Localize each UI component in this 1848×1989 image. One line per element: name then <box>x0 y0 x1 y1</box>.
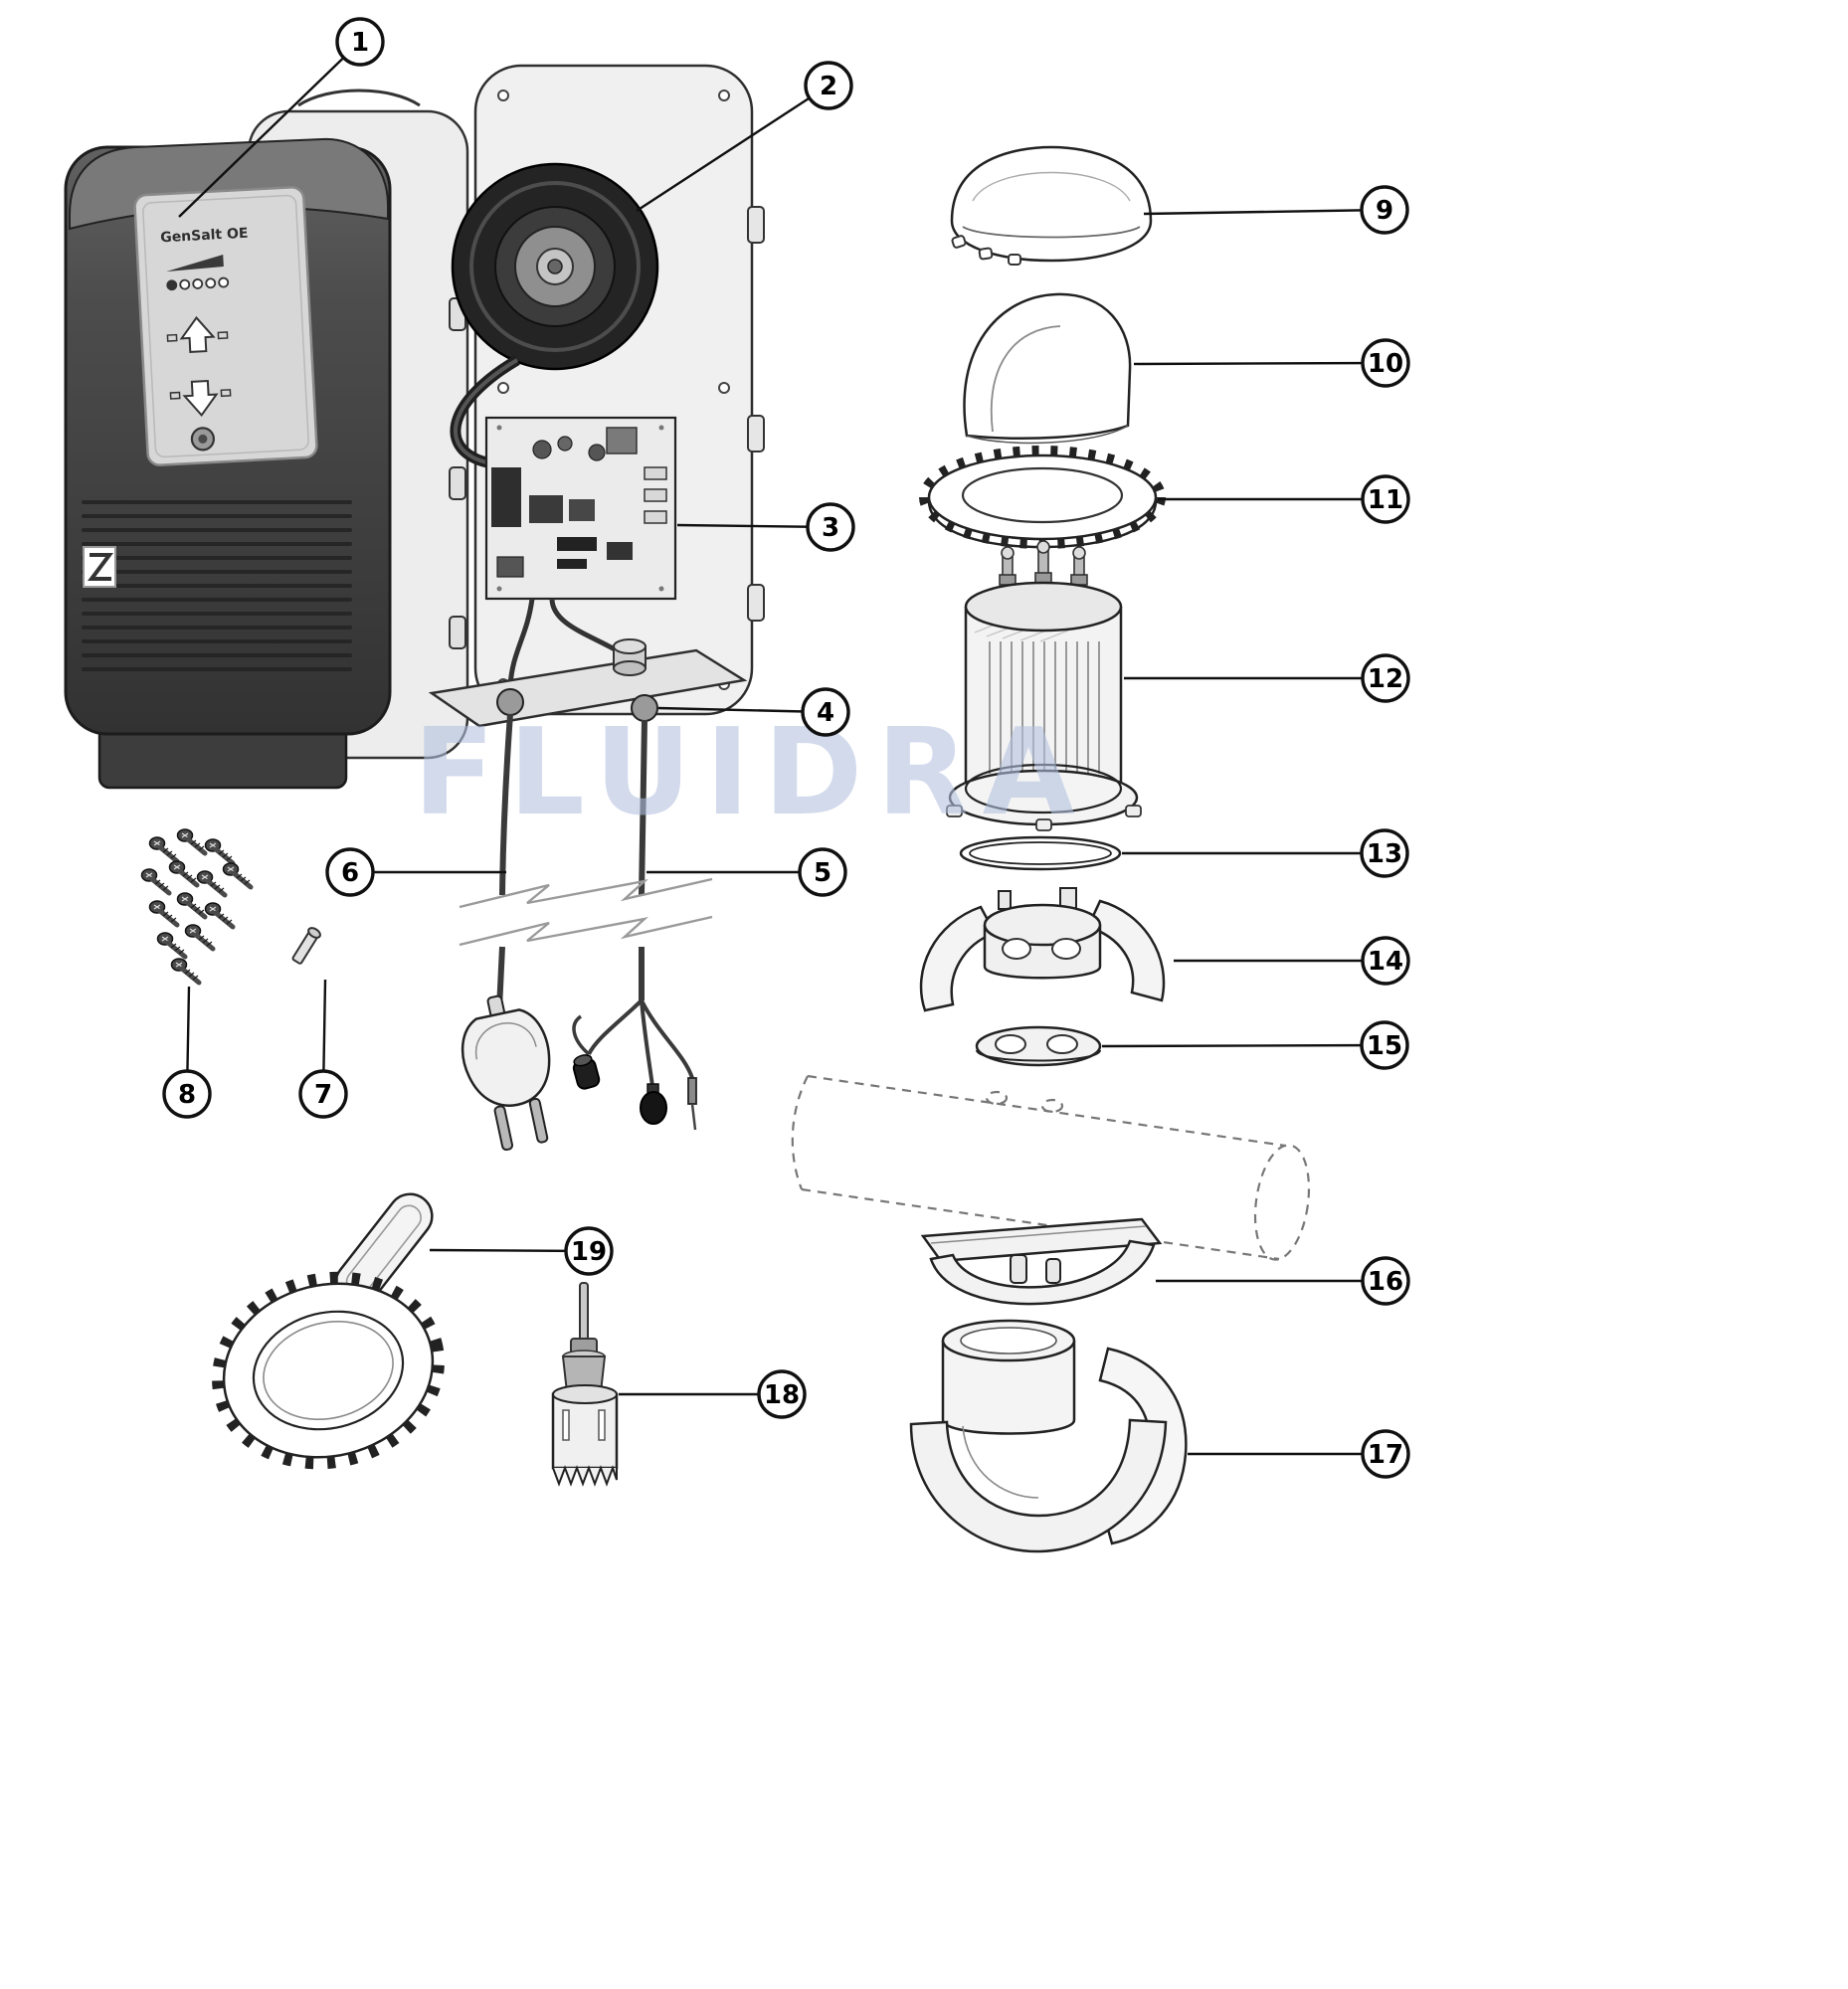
zodiac-logo <box>83 546 116 588</box>
svg-text:5: 5 <box>814 858 832 888</box>
callout-19: 19 <box>429 1226 614 1276</box>
svg-text:2: 2 <box>820 72 837 101</box>
svg-text:16: 16 <box>1368 1267 1403 1297</box>
salt-level-wedge-icon <box>166 255 224 272</box>
mode-mark-right-icon <box>217 331 229 340</box>
svg-text:3: 3 <box>822 513 839 543</box>
svg-text:18: 18 <box>764 1380 800 1410</box>
callout-12: 12 <box>1124 653 1410 703</box>
callout-8: 8 <box>162 986 212 1119</box>
svg-text:4: 4 <box>817 698 834 728</box>
svg-text:12: 12 <box>1368 664 1403 694</box>
circuit-board <box>484 416 677 601</box>
watermark: FLUIDRA <box>413 704 1088 842</box>
level-dots-icon <box>166 276 230 291</box>
ring-nut-tool <box>212 1192 445 1470</box>
arrow-up-icon <box>179 315 216 353</box>
hole-saw <box>551 1282 619 1487</box>
callout-17: 17 <box>1188 1429 1410 1479</box>
cell-cable <box>572 719 697 1131</box>
callout-3: 3 <box>676 502 855 552</box>
o-ring <box>959 835 1122 871</box>
pipe-saddle <box>920 1217 1163 1306</box>
cell-connector-terminal <box>687 1077 697 1131</box>
control-panel: GenSalt OE <box>133 186 318 466</box>
arrow-down-icon <box>182 379 219 417</box>
callout-2: 2 <box>636 61 853 213</box>
controller-unit: GenSalt OE <box>64 89 469 790</box>
callout-7: 7 <box>298 979 348 1119</box>
backplate-hinge-tabs <box>747 206 765 622</box>
mode-mark-left-icon <box>166 333 178 342</box>
svg-text:13: 13 <box>1367 839 1402 869</box>
callout-10: 10 <box>1133 338 1410 388</box>
housing-clamp <box>909 1319 1188 1553</box>
svg-text:8: 8 <box>178 1080 196 1110</box>
toroidal-transformer <box>451 162 659 371</box>
vent-grille <box>82 500 352 671</box>
mode-mark-left2-icon <box>169 391 181 400</box>
cell-connector-left <box>572 1054 601 1090</box>
callout-5: 5 <box>647 847 847 897</box>
electrode-cell <box>946 540 1142 831</box>
callout-6: 6 <box>325 847 506 897</box>
backplate-assembly <box>428 64 765 728</box>
ring-nut <box>919 446 1166 549</box>
svg-text:19: 19 <box>571 1237 607 1267</box>
callout-13: 13 <box>1122 828 1409 878</box>
svg-text:6: 6 <box>341 858 359 888</box>
power-cable <box>461 713 551 1152</box>
pipe-dashed <box>791 1074 1311 1261</box>
cable-curl <box>572 1014 591 1056</box>
mounting-plate <box>428 638 748 728</box>
svg-text:14: 14 <box>1368 947 1403 977</box>
svg-text:11: 11 <box>1368 485 1403 515</box>
callout-1: 1 <box>178 17 385 218</box>
callout-11: 11 <box>1158 474 1410 524</box>
cell-terminals <box>999 540 1088 586</box>
cell-base <box>919 887 1166 1012</box>
cable-break-marks <box>459 877 713 947</box>
pcb-wire-b <box>507 598 535 687</box>
cable-cover <box>963 292 1132 445</box>
device-label: GenSalt OE <box>160 226 249 247</box>
cell-connector-mid <box>640 1083 667 1125</box>
svg-text:17: 17 <box>1368 1440 1403 1470</box>
svg-text:1: 1 <box>351 28 369 58</box>
power-plug <box>461 994 551 1152</box>
cell-top-cap <box>964 581 1123 633</box>
svg-text:9: 9 <box>1376 196 1393 226</box>
gasket <box>975 1025 1102 1067</box>
callout-14: 14 <box>1174 936 1410 986</box>
screw-set <box>142 829 252 983</box>
cell-cap <box>950 145 1153 266</box>
callout-9: 9 <box>1143 185 1409 235</box>
mode-mark-right2-icon <box>220 389 232 398</box>
svg-text:10: 10 <box>1368 349 1403 379</box>
callout-18: 18 <box>619 1369 807 1419</box>
svg-text:15: 15 <box>1367 1031 1402 1061</box>
callout-16: 16 <box>1156 1256 1410 1306</box>
cell-plates <box>989 641 1100 780</box>
callout-15: 15 <box>1101 1020 1409 1070</box>
callout-4: 4 <box>657 687 850 737</box>
elbow-fitting <box>613 638 647 676</box>
svg-text:7: 7 <box>314 1080 332 1110</box>
pin <box>291 927 321 965</box>
